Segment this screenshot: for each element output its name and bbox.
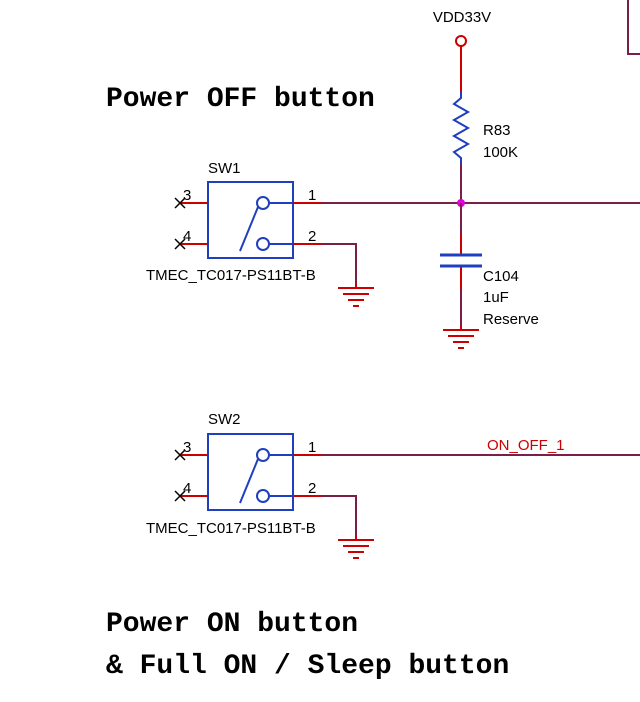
- sw1-pin4: 4: [183, 228, 191, 245]
- capacitor-c104: C104 1uF Reserve: [440, 203, 539, 328]
- switch-sw2: SW2 3 4 1 2 TMEC_TC017-PS11BT-B: [146, 411, 322, 537]
- power-off-title: Power OFF button: [106, 84, 375, 115]
- sw2-part-number: TMEC_TC017-PS11BT-B: [146, 520, 316, 537]
- capacitor-ref: C104: [483, 268, 519, 285]
- ground-icon-sw1: [338, 284, 374, 307]
- resistor-value: 100K: [483, 144, 518, 161]
- sw2-pin2: 2: [308, 480, 316, 497]
- sw1-part-number: TMEC_TC017-PS11BT-B: [146, 267, 316, 284]
- wire-sw2-pin2: [322, 495, 357, 536]
- sw2-body: [207, 433, 294, 511]
- sw2-pin1: 1: [308, 439, 316, 456]
- vdd-circle-icon: [455, 35, 467, 47]
- wire-sw1-pin2: [322, 243, 357, 284]
- sw1-pin2: 2: [308, 228, 316, 245]
- switch-sw1: SW1 3 4 1 2 TMEC_TC017-PS11BT-B: [146, 160, 322, 284]
- capacitor-value: 1uF: [483, 289, 509, 306]
- partial-box-top-right: [627, 0, 640, 55]
- sw2-pin4: 4: [183, 480, 191, 497]
- resistor-r83: R83 100K: [451, 92, 518, 202]
- resistor-ref: R83: [483, 122, 511, 139]
- full-on-sleep-title: & Full ON / Sleep button: [106, 651, 509, 682]
- vdd-label: VDD33V: [433, 9, 491, 26]
- ground-icon-sw2: [338, 536, 374, 559]
- net-label-on-off: ON_OFF_1: [487, 437, 565, 454]
- sw1-ref: SW1: [208, 160, 241, 177]
- sw1-pin1: 1: [308, 187, 316, 204]
- sw2-ref: SW2: [208, 411, 241, 428]
- sw1-pin3: 3: [183, 187, 191, 204]
- sw2-pin3: 3: [183, 439, 191, 456]
- capacitor-note: Reserve: [483, 311, 539, 328]
- vdd-power-symbol: VDD33V: [433, 9, 491, 92]
- ground-icon-c104: [443, 326, 479, 349]
- sw1-body: [207, 181, 294, 259]
- power-on-title: Power ON button: [106, 609, 358, 640]
